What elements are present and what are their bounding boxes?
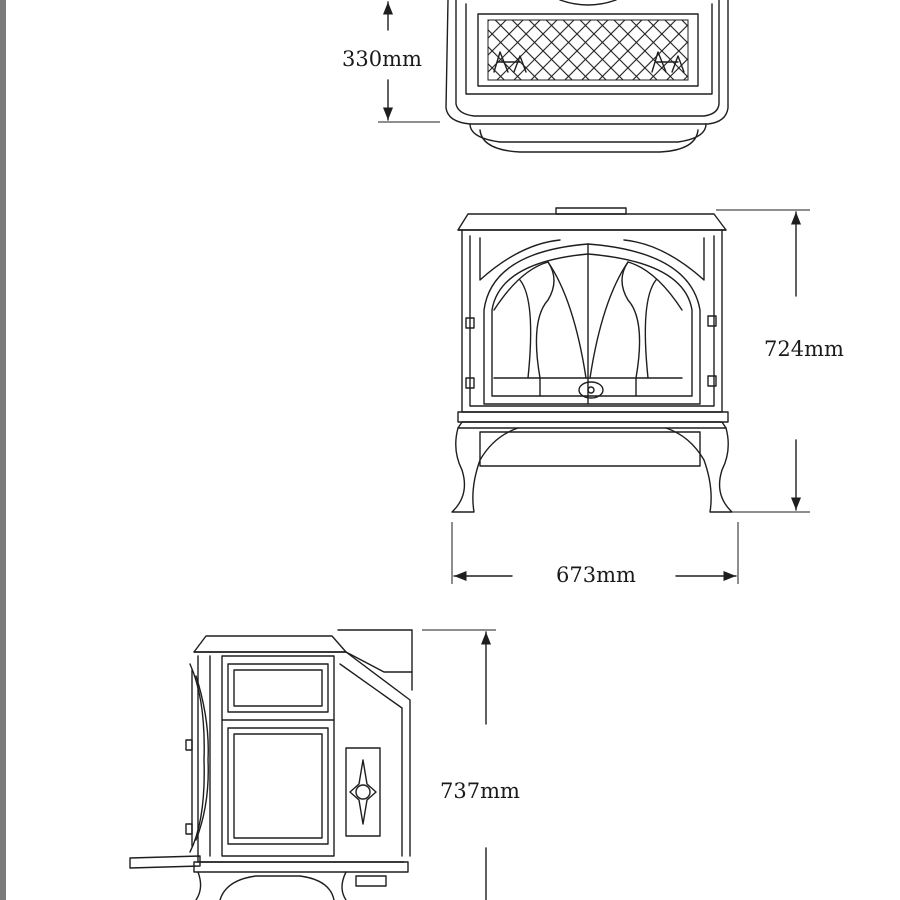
dimension-label-height: 724mm bbox=[764, 337, 844, 361]
front-view-drawing bbox=[451, 207, 733, 513]
top-view-dimension: 330mm bbox=[342, 1, 440, 123]
side-view-drawing bbox=[129, 629, 413, 900]
top-view-drawing bbox=[445, 0, 729, 153]
page-edge-bar bbox=[0, 0, 6, 900]
front-height-dimension: 724mm bbox=[716, 209, 844, 513]
side-height-dimension: 737mm bbox=[422, 629, 520, 900]
door-handle bbox=[578, 381, 604, 399]
dimension-label-width: 673mm bbox=[556, 563, 636, 587]
star-ornament bbox=[349, 759, 377, 825]
dimension-label-side-height: 737mm bbox=[440, 779, 520, 803]
front-width-dimension: 673mm bbox=[451, 522, 739, 587]
grate-lattice bbox=[487, 19, 689, 81]
dimension-label-depth: 330mm bbox=[342, 47, 422, 71]
